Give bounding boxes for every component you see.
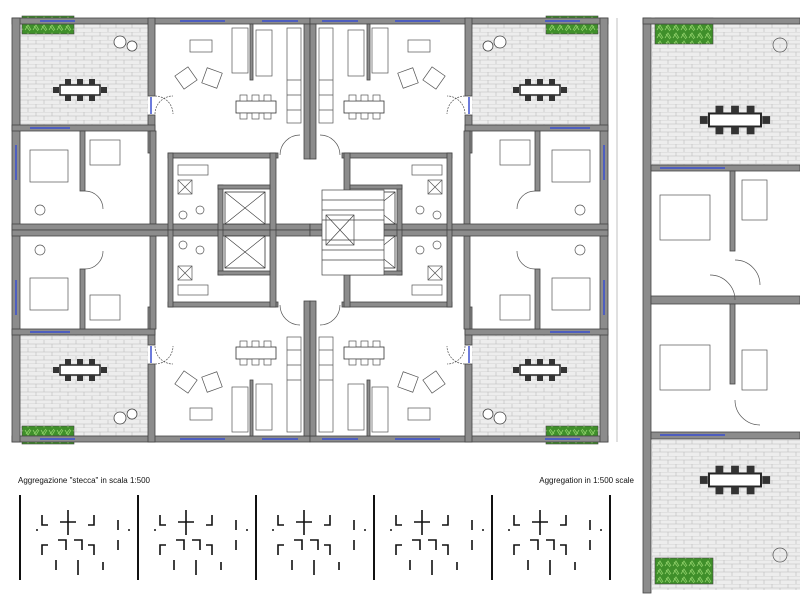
aggregation-diagram	[19, 495, 611, 580]
central-stair	[321, 189, 385, 276]
aggregation-unit	[153, 509, 249, 576]
enlarged-plan-detail	[642, 17, 800, 594]
caption-english: Aggregation in 1:500 scale	[539, 476, 634, 485]
aggregation-unit	[271, 509, 367, 576]
residential-floor-plan	[12, 16, 618, 444]
aggregation-unit	[507, 509, 603, 576]
plan-quadrant-top-left	[12, 16, 310, 230]
caption-italian: Aggregazione "stecca" in scala 1:500	[18, 476, 150, 485]
aggregation-unit	[35, 509, 131, 576]
aggregation-unit	[389, 509, 485, 576]
plan-quadrant-bottom-left	[12, 230, 310, 444]
